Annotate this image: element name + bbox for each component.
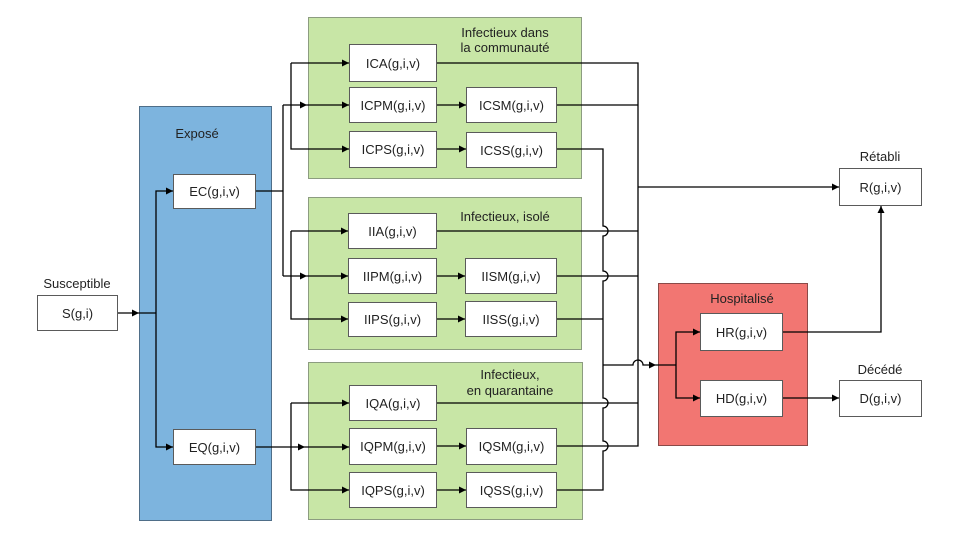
node-r: R(g,i,v) <box>839 168 922 206</box>
susceptible-label: Susceptible <box>43 276 111 291</box>
node-ec: EC(g,i,v) <box>173 174 256 209</box>
exposed-label: Exposé <box>175 126 219 141</box>
node-hd: HD(g,i,v) <box>700 380 783 417</box>
node-iiss: IISS(g,i,v) <box>465 301 557 337</box>
node-icpm: ICPM(g,i,v) <box>349 87 437 123</box>
node-d: D(g,i,v) <box>839 380 922 417</box>
arrow-to-hd <box>675 365 700 402</box>
deceased-label: Décédé <box>857 362 903 377</box>
node-ica: ICA(g,i,v) <box>349 44 437 82</box>
isolated-label: Infectieux, isolé <box>460 209 550 224</box>
node-iips: IIPS(g,i,v) <box>348 302 437 337</box>
arrow-to-hospitalized <box>603 359 656 369</box>
arrow-to-ec <box>155 187 173 313</box>
community-label-line1: Infectieux dans <box>461 25 549 40</box>
node-icsm: ICSM(g,i,v) <box>466 87 557 123</box>
node-iqps: IQPS(g,i,v) <box>349 472 437 508</box>
quarantine-label-line1: Infectieux, <box>480 367 540 382</box>
arrow-hr-to-recovered <box>783 206 885 333</box>
quarantine-label-line2: en quarantaine <box>466 383 554 398</box>
node-hr: HR(g,i,v) <box>700 313 783 351</box>
node-iipm: IIPM(g,i,v) <box>348 258 437 294</box>
arrow-to-iqps <box>290 403 349 494</box>
recovered-label: Rétabli <box>859 149 901 164</box>
arrow-to-hr <box>675 328 700 365</box>
line-ica-to-recovery <box>437 62 639 447</box>
node-iqss: IQSS(g,i,v) <box>466 472 557 508</box>
node-eq: EQ(g,i,v) <box>173 429 256 465</box>
arrow-to-eq <box>155 313 173 451</box>
node-iqsm: IQSM(g,i,v) <box>466 428 557 465</box>
node-iia: IIA(g,i,v) <box>348 213 437 249</box>
hospitalized-group <box>658 283 808 446</box>
node-iqpm: IQPM(g,i,v) <box>349 428 437 465</box>
hospitalized-label: Hospitalisé <box>710 291 774 306</box>
node-icps: ICPS(g,i,v) <box>349 131 437 168</box>
node-iqa: IQA(g,i,v) <box>349 385 437 421</box>
community-label-line2: la communauté <box>460 40 550 55</box>
node-iism: IISM(g,i,v) <box>465 258 557 294</box>
node-s: S(g,i) <box>37 295 118 331</box>
arrow-to-icps <box>290 63 349 153</box>
node-icss: ICSS(g,i,v) <box>466 132 557 168</box>
line-severe-collector <box>557 148 609 491</box>
arrow-to-iips <box>290 231 348 323</box>
